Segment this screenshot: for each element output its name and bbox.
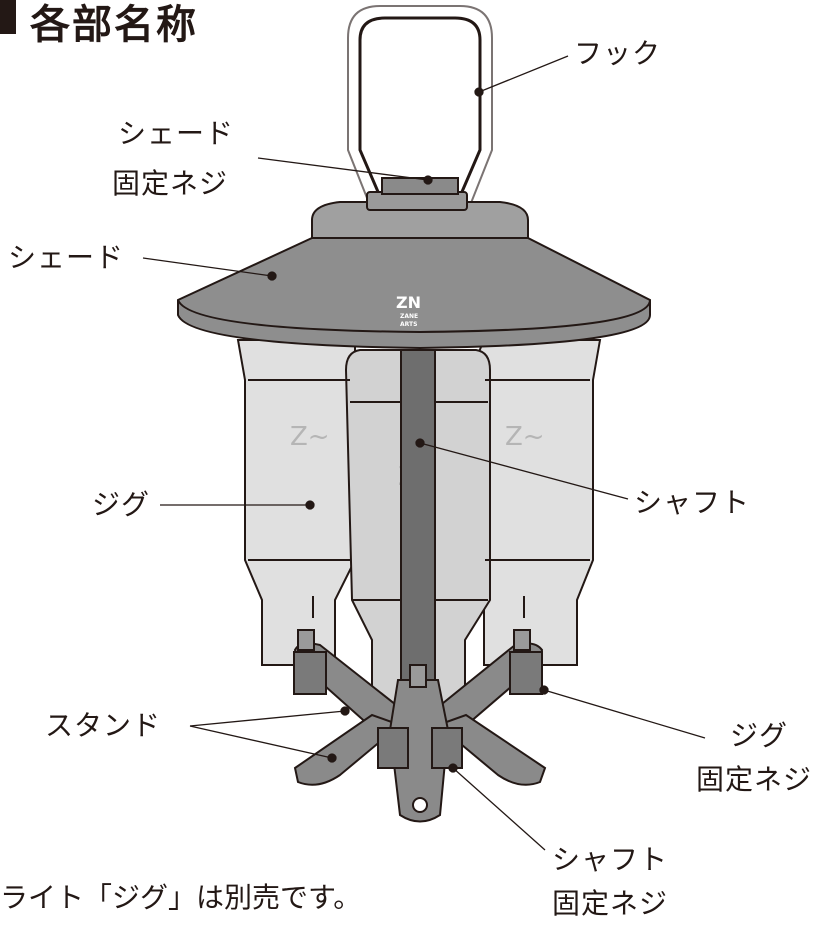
label-jig: ジグ <box>92 488 151 521</box>
hook <box>358 16 482 209</box>
logo-mark: ZN <box>396 293 421 312</box>
label-hook: フック <box>574 37 662 70</box>
logo-line1: ZANE <box>400 313 418 320</box>
stand <box>293 629 547 823</box>
svg-text:Z~: Z~ <box>290 422 330 452</box>
heading-marker <box>0 0 16 34</box>
page-title: 各部名称 <box>30 2 198 48</box>
svg-text:Z~: Z~ <box>505 422 545 452</box>
logo-line2: ARTS <box>400 321 417 328</box>
zane-arts-logo: ZN ZANE ARTS <box>396 293 421 328</box>
label-stand: スタンド <box>45 709 162 742</box>
label-shade: シェード <box>8 241 125 274</box>
label-shaft-screw-line2: 固定ネジ <box>552 887 669 920</box>
label-jig-screw-line2: 固定ネジ <box>696 763 813 796</box>
label-shade-screw-line2: 固定ネジ <box>112 167 229 200</box>
label-shade-screw-line1: シェード <box>118 117 235 150</box>
label-jig-screw-line1: ジグ <box>730 719 789 752</box>
label-shaft-screw-line1: シャフト <box>552 843 669 876</box>
shade <box>177 177 651 350</box>
label-shaft: シャフト <box>634 486 751 519</box>
footnote: ライト「ジグ」は別売です。 <box>0 881 362 914</box>
